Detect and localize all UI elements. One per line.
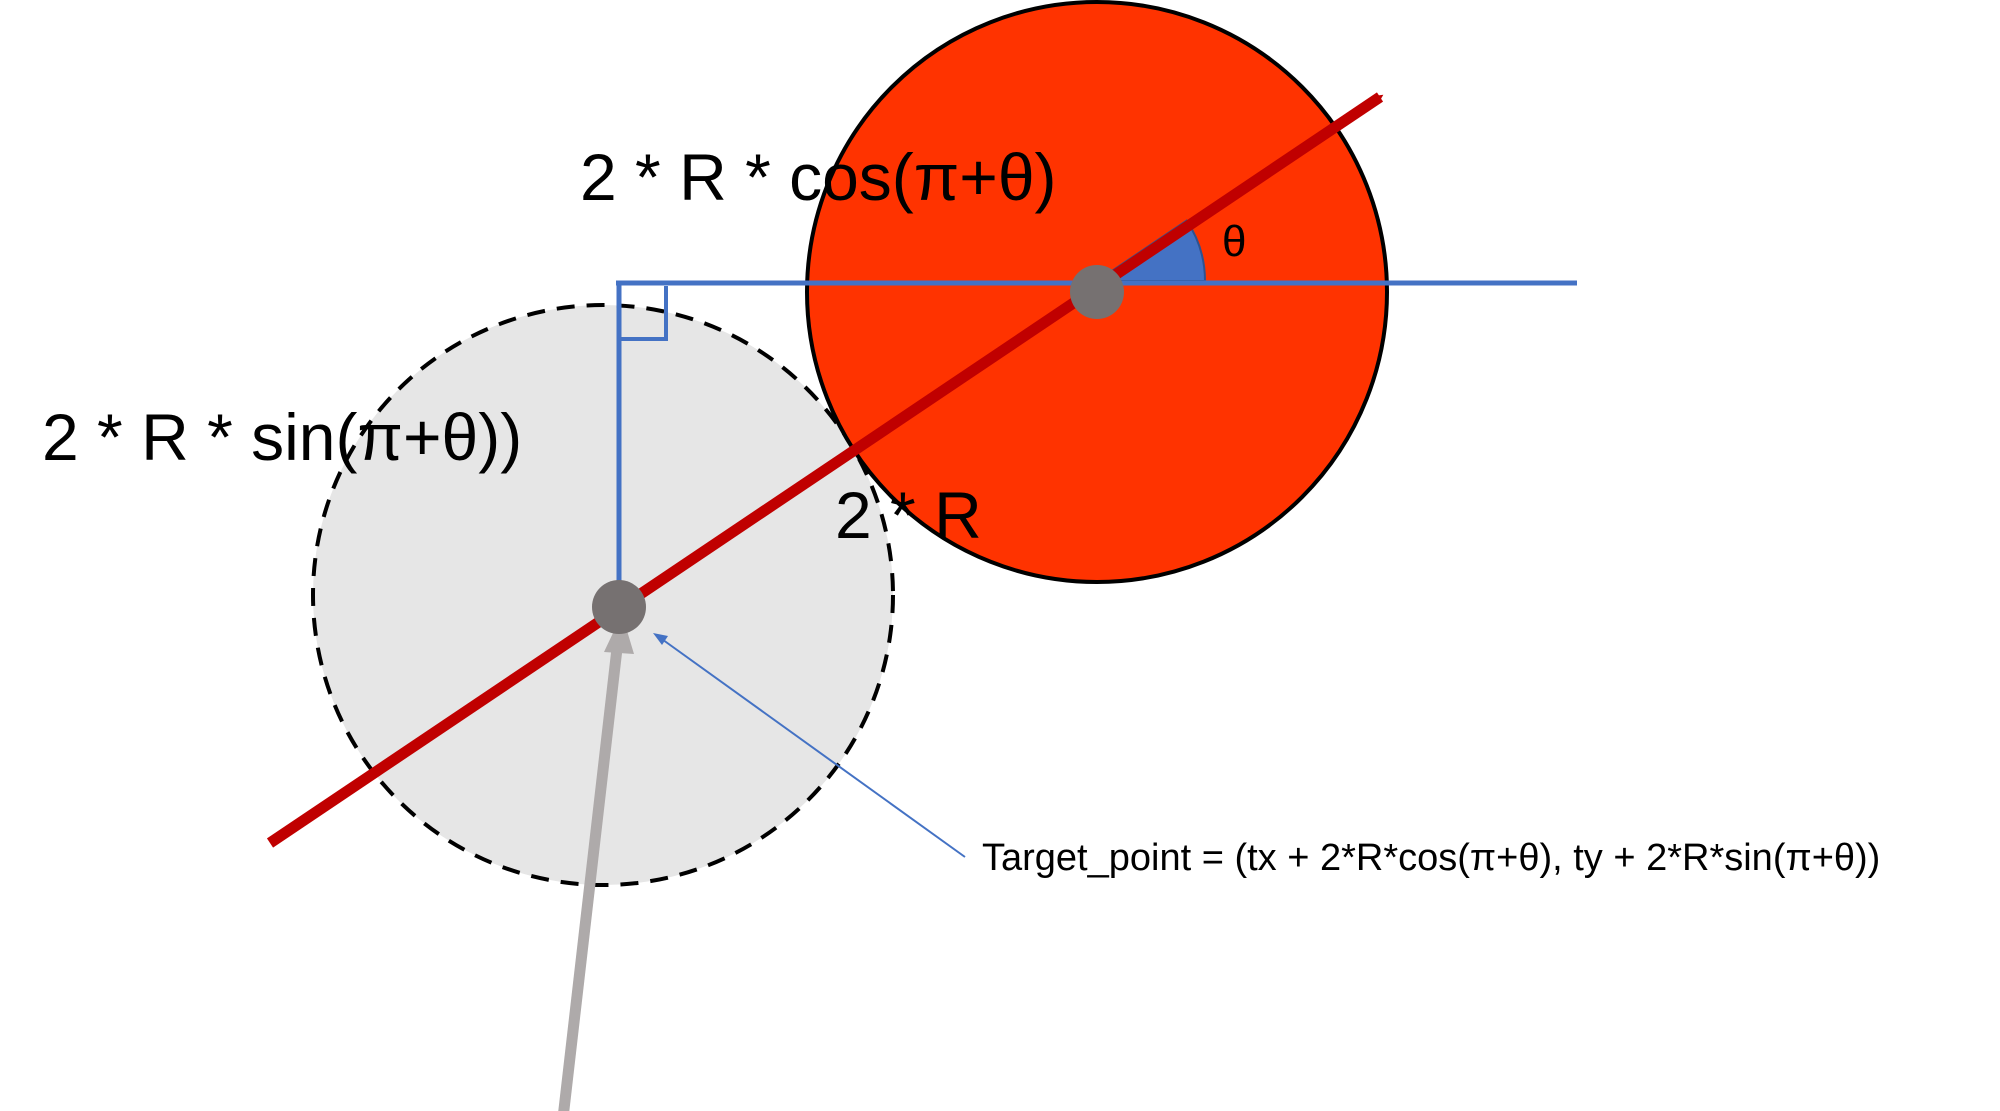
distance-label: 2 * R bbox=[835, 478, 982, 552]
direction-arrow bbox=[266, 92, 1384, 848]
right-angle-marker bbox=[619, 286, 668, 341]
target-center-dot bbox=[1070, 265, 1124, 319]
cos-term-label: 2 * R * cos(π+θ) bbox=[580, 140, 1057, 214]
sin-term-label: 2 * R * sin(π+θ)) bbox=[42, 400, 522, 474]
formula-pointer-arrowhead bbox=[653, 633, 668, 645]
approach-arrow-shaft bbox=[558, 639, 624, 1111]
target-point-dot bbox=[592, 580, 646, 634]
theta-label: θ bbox=[1222, 217, 1246, 266]
target-point-formula: Target_point = (tx + 2*R*cos(π+θ), ty + … bbox=[982, 837, 1880, 879]
formula-pointer-line bbox=[658, 636, 966, 858]
